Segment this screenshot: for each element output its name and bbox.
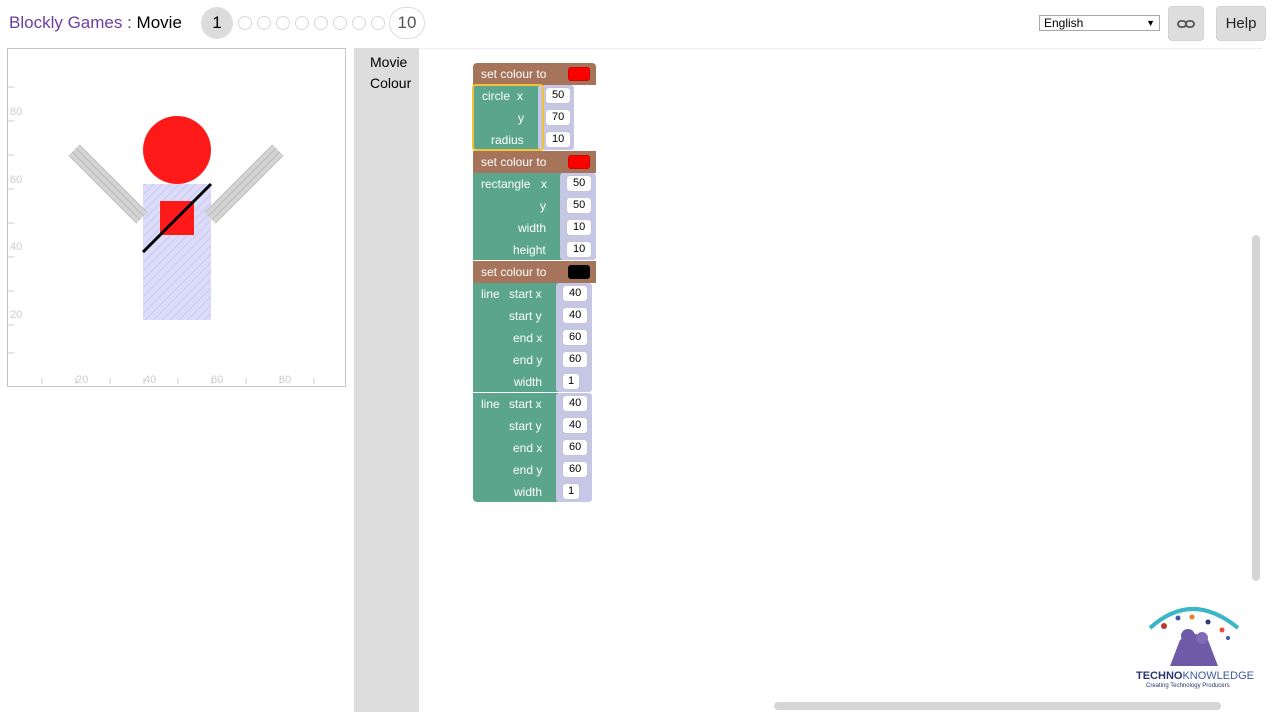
y-axis (8, 86, 14, 354)
level-1-button[interactable]: 1 (201, 7, 233, 39)
level-2-dot[interactable] (238, 16, 252, 30)
level-6-dot[interactable] (314, 16, 328, 30)
level-4-dot[interactable] (276, 16, 290, 30)
horizontal-scrollbar[interactable] (774, 702, 1221, 710)
link-button[interactable] (1168, 6, 1204, 41)
set-colour-block[interactable] (473, 63, 596, 85)
right-arm (204, 144, 284, 224)
level-7-dot[interactable] (333, 16, 347, 30)
toolbox-category-colour[interactable]: Colour (370, 75, 412, 91)
level-9-dot[interactable] (371, 16, 385, 30)
line-block[interactable] (473, 393, 560, 502)
technoknowledge-logo: TECHNOKNOWLEDGE Creating Technology Prod… (1130, 600, 1260, 695)
level-8-dot[interactable] (352, 16, 366, 30)
language-select[interactable]: English ▼ (1039, 15, 1160, 31)
y-tick-label: 60 (10, 174, 22, 186)
help-button[interactable]: Help (1216, 6, 1266, 41)
language-selected-value: English (1044, 16, 1084, 30)
toolbox: Movie Colour (354, 48, 419, 712)
y-tick-label: 20 (10, 309, 22, 321)
y-tick-label: 40 (10, 241, 22, 253)
head-circle (143, 116, 211, 184)
level-3-dot[interactable] (257, 16, 271, 30)
logo-graphic (1148, 607, 1240, 666)
x-tick-label: 80 (279, 374, 291, 386)
line-block[interactable] (473, 283, 560, 392)
vertical-scrollbar[interactable] (1252, 235, 1260, 581)
app-title-link[interactable]: Blockly Games (9, 13, 123, 32)
level-selector: 1 10 (201, 7, 425, 39)
movie-display-svg: 80 60 40 20 20 40 60 80 (8, 86, 315, 386)
toolbox-category-movie[interactable]: Movie (370, 54, 408, 70)
title-separator: : (122, 13, 137, 32)
circle-block[interactable] (473, 85, 540, 150)
x-tick-label: 20 (76, 374, 88, 386)
page-title: Blockly Games : Movie (9, 13, 182, 33)
y-tick-label: 80 (10, 106, 22, 118)
x-tick-label: 60 (211, 374, 223, 386)
logo-tagline: Creating Technology Producers (1146, 683, 1230, 689)
level-name: Movie (136, 13, 182, 32)
x-tick-label: 40 (144, 374, 156, 386)
set-colour-block[interactable] (473, 151, 596, 173)
level-10-button[interactable]: 10 (389, 7, 425, 39)
display-canvas: 80 60 40 20 20 40 60 80 (7, 48, 346, 387)
diagonal-line (141, 182, 213, 254)
dropdown-arrow-icon: ▼ (1146, 18, 1155, 28)
rectangle-block[interactable] (473, 173, 563, 260)
level-5-dot[interactable] (295, 16, 309, 30)
x-axis (41, 378, 315, 384)
header-bar: Blockly Games : Movie 1 10 English ▼ Hel… (0, 0, 1280, 48)
set-colour-block[interactable] (473, 261, 596, 283)
left-arm (68, 144, 148, 224)
logo-name: TECHNOKNOWLEDGE (1136, 670, 1254, 682)
link-icon (1177, 19, 1195, 28)
